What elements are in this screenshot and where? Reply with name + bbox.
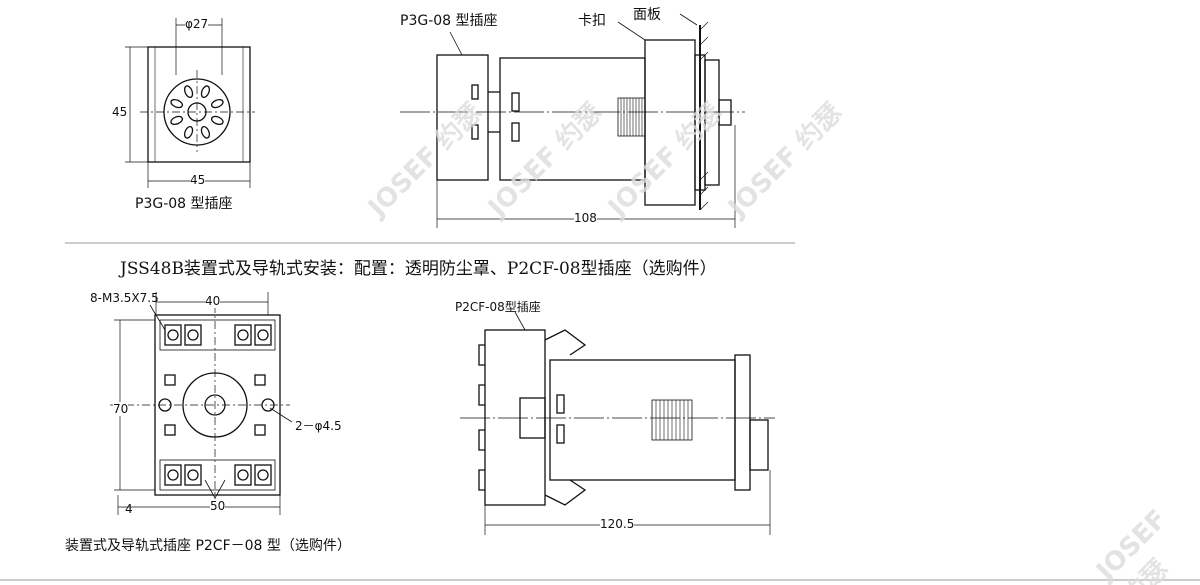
dim-width-top: 40	[205, 294, 221, 308]
socket-pin-hole	[183, 85, 194, 99]
label-screws: 8-M3.5X7.5	[90, 291, 159, 305]
screw-terminal	[234, 324, 252, 346]
socket-pin-hole	[200, 85, 211, 99]
dim-width: 45	[190, 173, 206, 187]
screw-terminal	[184, 464, 202, 486]
screw-head	[237, 469, 249, 481]
dim-length: 108	[574, 211, 597, 225]
screw-head	[187, 469, 199, 481]
label-socket: P3G-08 型插座	[400, 13, 498, 29]
label-holes: 2－φ4.5	[295, 419, 342, 433]
label-panel: 面板	[633, 7, 661, 23]
socket-pin-hole	[210, 115, 224, 126]
screw-terminal	[234, 464, 252, 486]
label-clip: 卡扣	[578, 13, 606, 29]
screw-terminal	[164, 464, 182, 486]
p3g-socket-front-view	[125, 18, 255, 188]
p2cf-socket-top-view	[110, 292, 293, 515]
section-heading: JSS48B装置式及导轨式安装：配置：透明防尘罩、P2CF-08型插座（选购件）	[120, 259, 717, 279]
panel-mount-side-view	[400, 13, 745, 228]
screw-terminal	[254, 464, 272, 486]
screw-head	[237, 329, 249, 341]
screw-terminal	[184, 324, 202, 346]
screw-terminal	[254, 324, 272, 346]
dim-height: 70	[113, 402, 129, 416]
caption-p2cf: 装置式及导轨式插座 P2CF－08 型（选购件）	[65, 538, 351, 554]
p2cf-side-view	[460, 311, 775, 535]
dim-length: 120.5	[600, 517, 635, 531]
dim-small: 4	[125, 502, 133, 516]
socket-pin-hole	[183, 125, 194, 139]
dim-diameter: φ27	[185, 17, 209, 31]
screw-head	[257, 329, 269, 341]
dim-height: 45	[112, 105, 128, 119]
screw-head	[167, 469, 179, 481]
screw-head	[257, 469, 269, 481]
socket-pin-hole	[200, 125, 211, 139]
screw-head	[167, 329, 179, 341]
socket-pin-hole	[170, 115, 184, 126]
socket-pin-hole	[210, 98, 224, 109]
screw-terminal	[164, 324, 182, 346]
screw-head	[187, 329, 199, 341]
socket-pin-hole	[170, 98, 184, 109]
label-socket-p2cf: P2CF-08型插座	[455, 300, 541, 314]
caption-p3g: P3G-08 型插座	[135, 196, 233, 212]
dim-width: 50	[210, 499, 226, 513]
